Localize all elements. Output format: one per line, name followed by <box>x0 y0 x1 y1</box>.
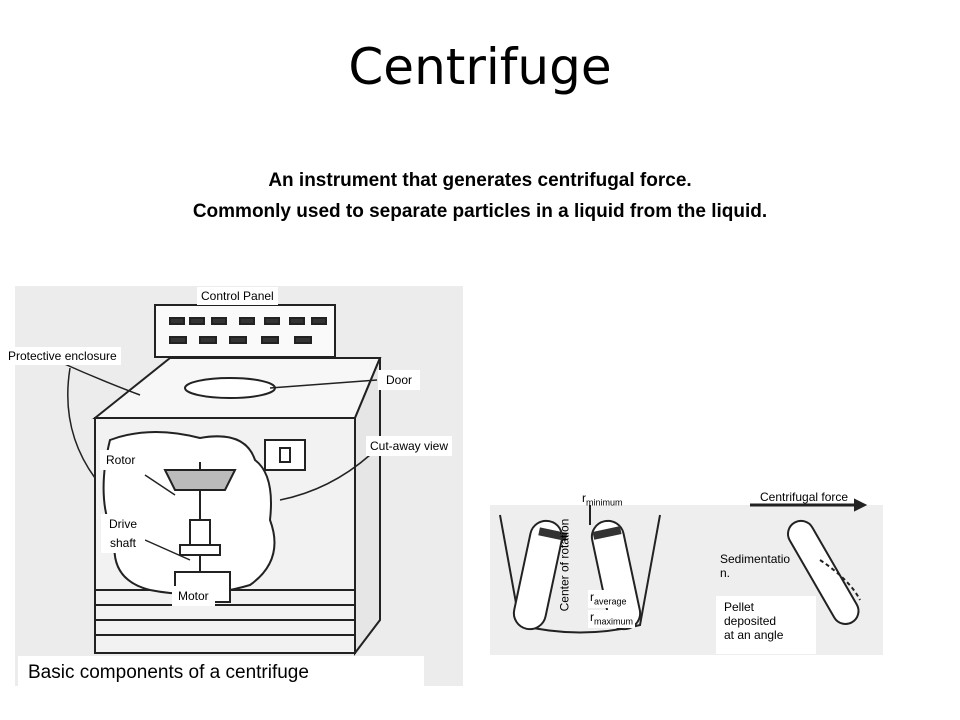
label-centrifugal-force: Centrifugal force <box>760 490 849 504</box>
label-motor: Motor <box>172 586 215 606</box>
r-minimum-symbol: r <box>582 491 586 505</box>
r-maximum-subscript: maximum <box>594 616 634 627</box>
label-r-minimum: rminimum <box>582 491 623 509</box>
r-average-subscript: average <box>594 596 627 607</box>
label-pellet-line-2: deposited <box>724 614 777 628</box>
label-drive-shaft-line-1: Drive <box>109 517 138 531</box>
slide-title: Centrifuge <box>348 38 612 96</box>
label-sedimentation-line-1: Sedimentatio <box>720 552 791 566</box>
label-pellet: Pellet deposited at an angle <box>716 596 816 654</box>
label-center-of-rotation: Center of rotation <box>557 518 572 612</box>
subtitle-line-1: An instrument that generates centrifugal… <box>268 170 692 191</box>
label-pellet-line-3: at an angle <box>724 628 784 642</box>
label-protective-enclosure: Protective enclosure <box>4 347 121 365</box>
label-control-panel: Control Panel <box>197 287 278 305</box>
subtitle-line-2: Commonly used to separate particles in a… <box>192 201 768 222</box>
leader-lines <box>59 361 378 561</box>
r-average-symbol: r <box>590 590 594 604</box>
label-cut-away-view: Cut-away view <box>366 436 453 456</box>
label-pellet-line-1: Pellet <box>724 600 755 614</box>
r-minimum-subscript: minimum <box>586 497 623 508</box>
label-door: Door <box>378 370 421 390</box>
label-r-average: raverage <box>588 590 629 609</box>
label-sedimentation: Sedimentatio n. <box>720 552 790 580</box>
label-drive-shaft: Drive shaft <box>101 514 146 553</box>
label-drive-shaft-line-2: shaft <box>110 536 137 550</box>
r-maximum-symbol: r <box>590 610 594 624</box>
figure-caption: Basic components of a centrifuge <box>18 656 424 692</box>
label-sedimentation-line-2: n. <box>720 566 731 580</box>
label-r-maximum: rmaximum <box>588 610 636 629</box>
label-rotor: Rotor <box>100 450 142 470</box>
